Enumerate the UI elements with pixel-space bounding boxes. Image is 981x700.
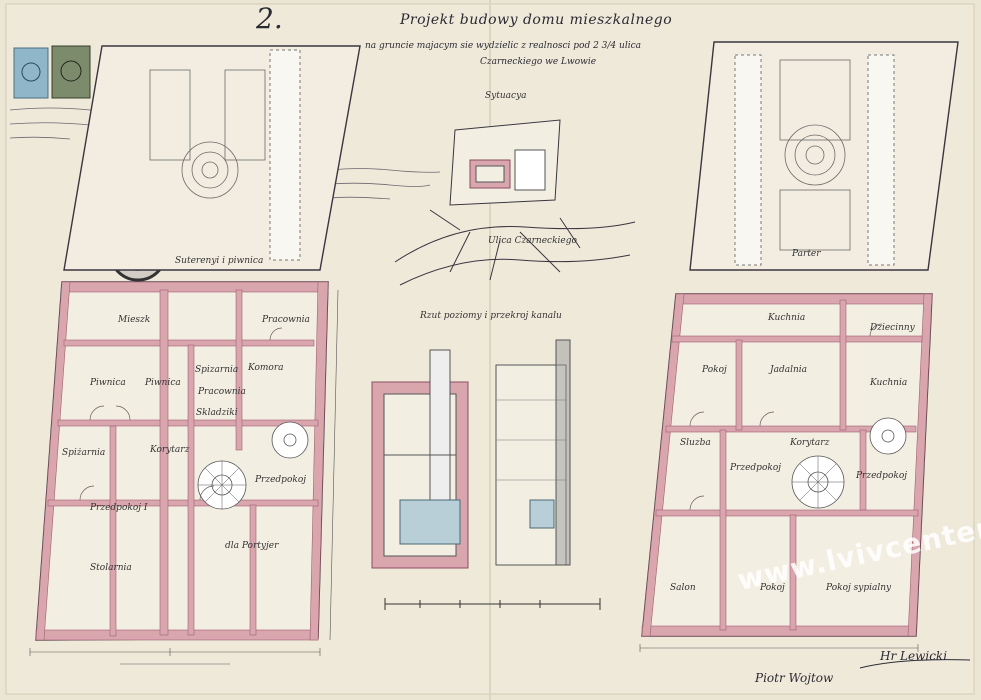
left-room-label: Przedpokoj I: [89, 503, 148, 513]
cross-section-drawing: Rzut poziomy i przekroj kanalu: [371, 311, 601, 610]
right-room-label: Przedpokoj: [729, 463, 781, 473]
left-dimension-lines: [29, 289, 339, 665]
left-stair-spiral: [197, 460, 247, 510]
left-plan-walls: [35, 281, 329, 641]
left-room-label: Przedpokoj: [254, 475, 306, 485]
right-doors: [689, 323, 883, 511]
right-room-label: Pokoj sypialny: [825, 583, 892, 593]
right-room-label: Sluzba: [680, 438, 711, 448]
right-floor-plan: Parter: [639, 41, 959, 652]
left-room-label: Stolarnia: [90, 563, 132, 573]
revenue-stamps: [13, 45, 91, 99]
right-stair-side: [869, 417, 907, 455]
right-room-label: Pokoj: [701, 365, 727, 375]
left-stair-side: [271, 421, 309, 459]
left-floor-plan: Suterenyi i piwnica: [29, 45, 361, 665]
sheet-number: 2.: [255, 2, 283, 35]
left-doors: [79, 327, 283, 501]
right-garden-parterre: [779, 59, 851, 251]
left-room-label: Spiżarnia: [62, 448, 105, 458]
left-room-label: Korytarz: [149, 445, 190, 455]
left-room-label: Pracownia: [197, 387, 246, 397]
right-room-label: Kuchnia: [869, 378, 907, 388]
signature-flourish: [859, 659, 971, 669]
right-room-label: Dziecinny: [869, 323, 916, 333]
left-room-label: Piwnica: [144, 378, 181, 388]
right-room-label: Korytarz: [789, 438, 830, 448]
document-subtitle-1: na gruncie majacym sie wydzielic z realn…: [365, 41, 641, 51]
right-room-label: Jadalnia: [768, 365, 807, 375]
right-room-label: Pokoj: [759, 583, 785, 593]
site-plan-title: Sytuacya: [485, 91, 527, 101]
cross-section-title: Rzut poziomy i przekroj kanalu: [419, 311, 562, 321]
left-garden-parterre: [149, 69, 266, 199]
document-subtitle-2: Czarneckiego we Lwowie: [480, 57, 596, 67]
left-room-label: Skladziki: [196, 408, 238, 418]
left-room-label: Komora: [247, 363, 284, 373]
left-room-label: Spizarnia: [195, 365, 238, 375]
site-street-label: Ulica Czarneckiego: [488, 236, 577, 246]
left-room-label: dla Portyjer: [225, 541, 279, 551]
left-plan-title: Suterenyi i piwnica: [175, 256, 263, 266]
right-plan-walls: [641, 293, 933, 637]
scale-bar: [384, 598, 601, 610]
document-title: Projekt budowy domu mieszkalnego: [399, 12, 672, 28]
site-plan: Sytuacya Ulica Czarneckiego: [394, 91, 636, 286]
right-dimension-lines: [639, 644, 919, 652]
left-room-label: Pracownia: [261, 315, 310, 325]
signature-left: Piotr Wojtow: [754, 671, 834, 685]
left-room-label: Mieszk: [117, 315, 150, 325]
right-room-label: Przedpokoj: [855, 471, 907, 481]
right-room-label: Salon: [670, 583, 696, 593]
right-room-label: Kuchnia: [767, 313, 805, 323]
left-room-label: Piwnica: [89, 378, 126, 388]
right-stair-spiral: [791, 455, 845, 509]
right-plan-title: Parter: [791, 249, 821, 259]
